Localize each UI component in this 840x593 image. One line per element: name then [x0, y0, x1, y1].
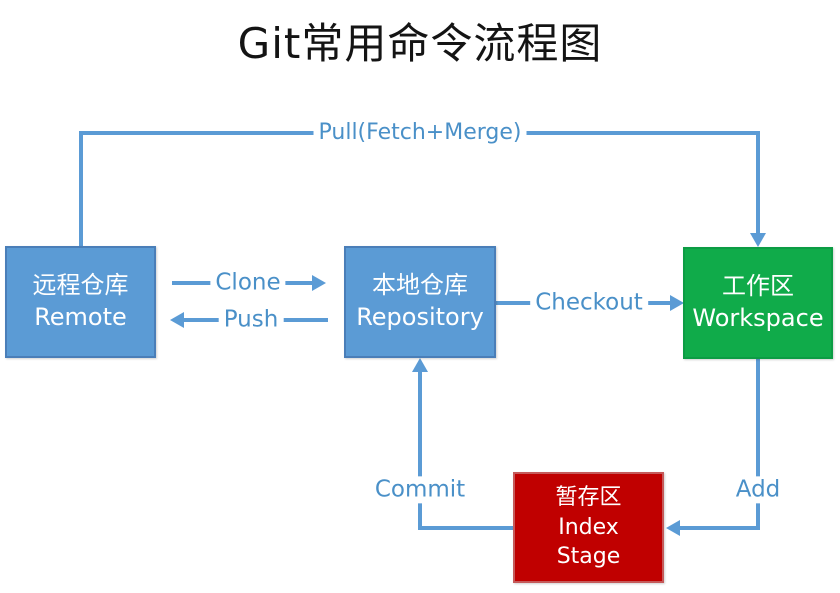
node-index-label-cn: 暂存区 — [555, 484, 622, 510]
clone-arrowhead-right-icon — [312, 275, 326, 291]
commit-arrowhead-up-icon — [412, 358, 428, 372]
node-workspace: 工作区 Workspace — [683, 247, 833, 359]
node-index: 暂存区 Index Stage — [513, 472, 664, 583]
pull-edge-left-vertical — [79, 131, 83, 246]
node-remote-label-cn: 远程仓库 — [32, 271, 129, 300]
node-index-label-en1: Index — [558, 514, 619, 540]
add-edge-horizontal — [679, 526, 760, 530]
push-arrowhead-left-icon — [170, 312, 184, 328]
add-edge-vertical — [756, 359, 760, 530]
pull-edge-label: Pull(Fetch+Merge) — [313, 119, 527, 147]
commit-edge-horizontal — [418, 526, 513, 530]
diagram-title: Git常用命令流程图 — [237, 19, 603, 68]
node-repository-label-cn: 本地仓库 — [372, 271, 468, 300]
checkout-edge-label: Checkout — [530, 289, 648, 317]
commit-edge-label: Commit — [369, 476, 471, 504]
pull-edge-right-vertical — [756, 131, 760, 233]
add-arrowhead-left-icon — [666, 520, 680, 536]
checkout-arrowhead-right-icon — [670, 295, 684, 311]
node-repository: 本地仓库 Repository — [344, 246, 496, 358]
node-index-label-en2: Stage — [556, 544, 621, 570]
pull-arrowhead-down-icon — [750, 233, 766, 247]
node-repository-label-en: Repository — [356, 303, 484, 331]
add-edge-label: Add — [730, 476, 786, 504]
node-workspace-label-cn: 工作区 — [722, 272, 794, 301]
node-workspace-label-en: Workspace — [692, 304, 824, 332]
node-remote: 远程仓库 Remote — [5, 246, 156, 358]
push-edge-label: Push — [218, 306, 284, 334]
clone-edge-label: Clone — [210, 269, 286, 297]
commit-edge-vertical — [418, 371, 422, 530]
node-remote-label-en: Remote — [34, 303, 127, 331]
